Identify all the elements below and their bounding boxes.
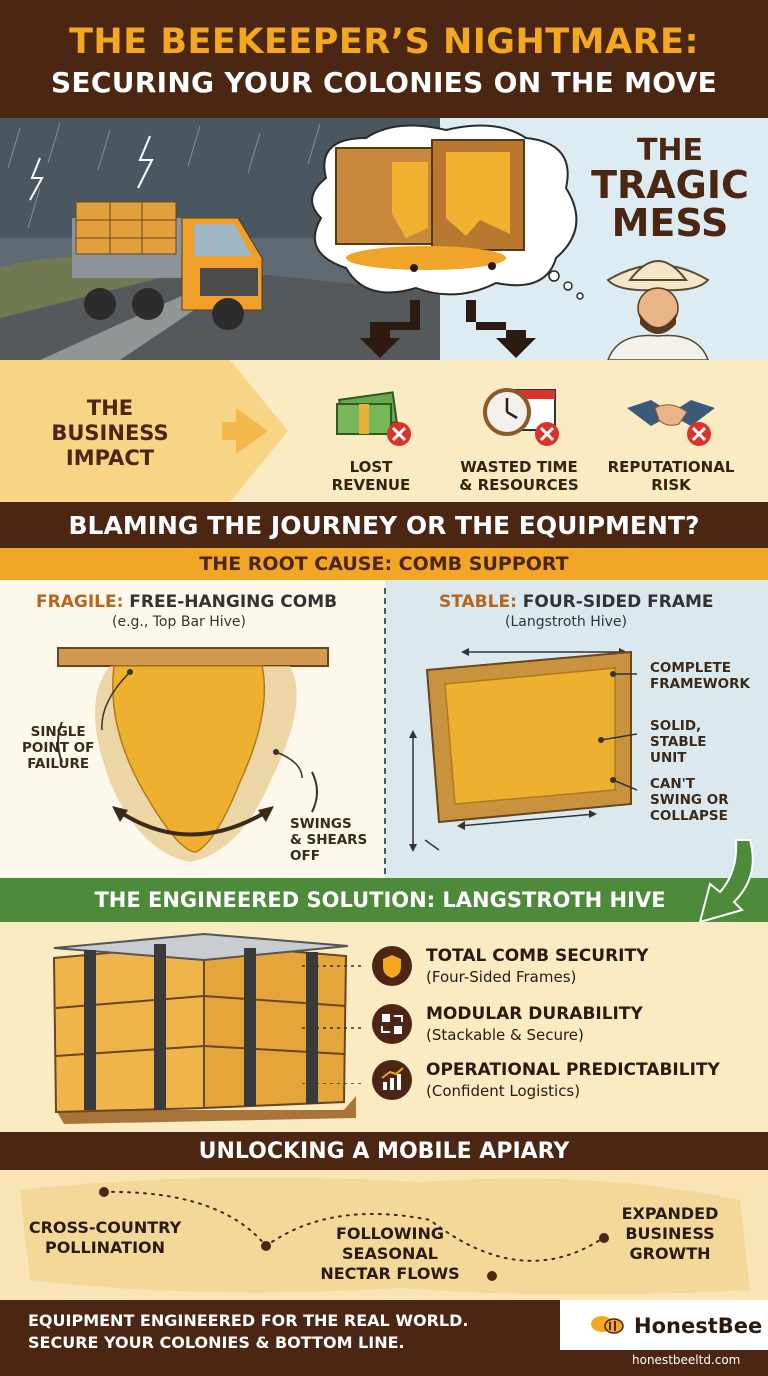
fragile-panel: FRAGILE: FREE-HANGING COMB (e.g., Top Ba…	[0, 580, 385, 878]
langstroth-hive-stack-illustration	[52, 932, 356, 1124]
map-stop-nectar-flows: FOLLOWING SEASONAL NECTAR FLOWS	[320, 1224, 460, 1283]
comparison-divider	[384, 588, 386, 874]
brand-name: HonestBee	[634, 1314, 763, 1338]
growth-chart-icon	[372, 1060, 412, 1100]
engineered-solution-heading: THE ENGINEERED SOLUTION: LANGSTROTH HIVE	[94, 888, 666, 912]
stable-subtitle: (Langstroth Hive)	[505, 614, 627, 630]
honeycomb-shield-icon	[372, 946, 412, 986]
root-cause-heading: THE ROOT CAUSE: COMB SUPPORT	[199, 553, 569, 575]
mobile-apiary-banner: UNLOCKING A MOBILE APIARY	[0, 1132, 768, 1170]
free-hanging-comb-illustration	[57, 647, 329, 862]
main-subtitle: SECURING YOUR COLONIES ON THE MOVE	[50, 66, 718, 99]
lightning-icon	[137, 135, 154, 189]
stable-panel: STABLE: FOUR-SIDED FRAME (Langstroth Hiv…	[385, 580, 768, 878]
blaming-heading: BLAMING THE JOURNEY OR THE EQUIPMENT?	[68, 511, 700, 540]
impact-lost-revenue: LOST REVENUE	[296, 378, 446, 494]
blaming-banner: BLAMING THE JOURNEY OR THE EQUIPMENT?	[0, 502, 768, 548]
lightning-icon	[29, 157, 44, 201]
business-impact-section: THE BUSINESS IMPACT LOST REVENUE WASTED …	[0, 360, 768, 502]
impact-reputational-risk: REPUTATIONAL RISK	[596, 378, 746, 494]
website-url: honestbeeltd.com	[632, 1353, 741, 1367]
header-banner: THE BEEKEEPER’S NIGHTMARE: SECURING YOUR…	[0, 0, 768, 118]
money-icon	[336, 391, 411, 446]
complete-framework-note: COMPLETE FRAMEWORK	[650, 660, 750, 693]
impact-arrow-shape	[0, 360, 288, 502]
curved-arrow-icon	[698, 839, 754, 924]
engineered-solution-banner: THE ENGINEERED SOLUTION: LANGSTROTH HIVE	[0, 878, 768, 922]
stable-title: STABLE: FOUR-SIDED FRAME	[439, 592, 714, 612]
comparison-section: FRAGILE: FREE-HANGING COMB (e.g., Top Ba…	[0, 580, 768, 878]
root-cause-banner: THE ROOT CAUSE: COMB SUPPORT	[0, 548, 768, 580]
down-arrows-icon	[360, 300, 536, 358]
footer: EQUIPMENT ENGINEERED FOR THE REAL WORLD.…	[0, 1300, 768, 1376]
main-title: THE BEEKEEPER’S NIGHTMARE:	[69, 22, 699, 62]
clock-calendar-icon	[483, 388, 559, 446]
us-map-route	[20, 1177, 750, 1295]
thought-dots	[548, 270, 584, 300]
fragile-title: FRAGILE: FREE-HANGING COMB	[36, 592, 338, 612]
tragic-mess-scene: THE TRAGIC MESS	[0, 118, 768, 360]
feature-connectors	[302, 965, 364, 1084]
worried-beekeeper-icon	[606, 260, 710, 360]
tragic-mess-heading: THE TRAGIC MESS	[591, 133, 749, 245]
footer-tagline-line2: SECURE YOUR COLONIES & BOTTOM LINE.	[28, 1333, 405, 1352]
honestbee-logo-icon	[591, 1316, 624, 1334]
solution-section: TOTAL COMB SECURITY (Four-Sided Frames) …	[0, 922, 768, 1132]
business-impact-heading: THE BUSINESS IMPACT	[51, 396, 169, 470]
map-stop-pollination: CROSS-COUNTRY POLLINATION	[28, 1218, 182, 1257]
mobile-apiary-map: CROSS-COUNTRY POLLINATION FOLLOWING SEAS…	[0, 1170, 768, 1300]
four-sided-frame-illustration	[409, 648, 638, 852]
single-point-failure-note: SINGLE POINT OF FAILURE	[22, 724, 95, 773]
impact-wasted-time: WASTED TIME & RESOURCES	[444, 378, 594, 494]
modular-arrows-icon	[372, 1004, 412, 1044]
footer-tagline-line1: EQUIPMENT ENGINEERED FOR THE REAL WORLD.	[28, 1311, 469, 1330]
mobile-apiary-heading: UNLOCKING A MOBILE APIARY	[198, 1139, 570, 1164]
map-stop-business-growth: EXPANDED BUSINESS GROWTH	[621, 1204, 719, 1263]
solid-stable-unit-note: SOLID, STABLE UNIT	[650, 718, 707, 767]
fragile-subtitle: (e.g., Top Bar Hive)	[112, 614, 247, 630]
cant-swing-note: CAN'T SWING OR COLLAPSE	[650, 776, 729, 825]
handshake-icon	[627, 400, 715, 446]
swings-shears-note: SWINGS & SHEARS OFF	[290, 816, 368, 865]
thought-bubble-broken-hive	[311, 124, 578, 296]
